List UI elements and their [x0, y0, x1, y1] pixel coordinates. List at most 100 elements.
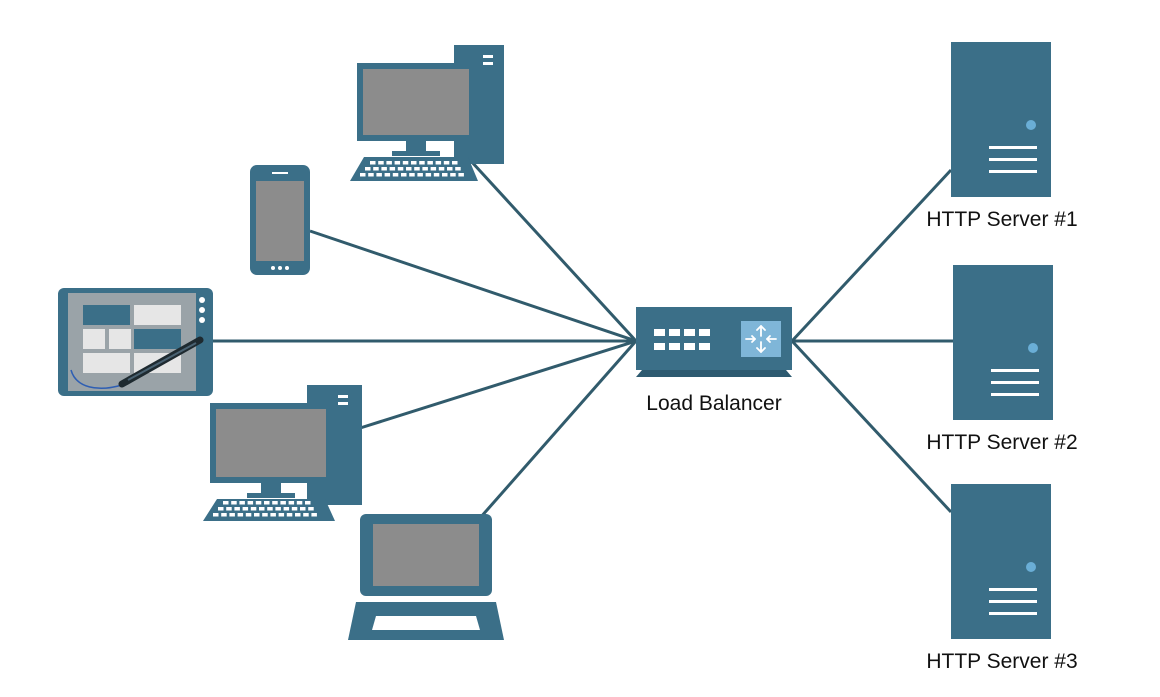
link-desktop-top	[468, 158, 638, 343]
keyboard-key	[373, 167, 379, 171]
keyboard-key	[270, 513, 276, 517]
network-port	[699, 329, 710, 336]
keyboard-key	[422, 167, 428, 171]
keyboard-key	[267, 507, 273, 511]
keyboard-key	[286, 513, 293, 517]
keyboard-key	[221, 513, 227, 517]
keyboard-key	[291, 507, 298, 511]
keyboard-keys	[213, 501, 317, 517]
keyboard-key	[397, 167, 404, 171]
client-connections	[213, 158, 638, 519]
keyboard-key	[242, 507, 249, 511]
keyboard-key	[365, 167, 371, 171]
keyboard-key	[254, 513, 260, 517]
keyboard-key	[308, 507, 314, 511]
keyboard-key	[433, 173, 440, 177]
keyboard-key	[452, 161, 458, 165]
load-balancer-icon	[636, 307, 792, 377]
keyboard-key	[384, 173, 391, 177]
network-port	[669, 343, 680, 350]
keyboard-key	[303, 513, 309, 517]
load-balancer-label: Load Balancer	[646, 392, 782, 415]
smartphone-icon	[250, 165, 310, 275]
keyboard-key	[430, 167, 437, 171]
network-port	[684, 343, 695, 350]
keyboard-key	[381, 167, 387, 171]
desktop-computer-icon	[203, 385, 362, 521]
keyboard-key	[417, 173, 423, 177]
keyboard-key	[455, 167, 461, 171]
link-server-3	[790, 339, 953, 514]
keyboard-key	[427, 161, 433, 165]
keyboard-key	[272, 501, 278, 505]
keyboard-key	[394, 161, 401, 165]
keyboard-key	[250, 507, 257, 511]
keyboard-key	[360, 173, 366, 177]
keyboard-key	[401, 173, 407, 177]
keyboard-key	[218, 507, 224, 511]
keyboard-key	[288, 501, 295, 505]
keyboard-key	[450, 173, 456, 177]
keyboard-key	[234, 507, 240, 511]
network-port	[699, 343, 710, 350]
keyboard-key	[442, 173, 448, 177]
link-server-1	[790, 168, 953, 343]
keyboard-key	[414, 167, 420, 171]
keyboard-key	[370, 161, 376, 165]
keyboard-key	[247, 501, 254, 505]
keyboard-key	[406, 167, 412, 171]
laptop-icon	[348, 514, 504, 640]
keyboard-key	[226, 507, 232, 511]
keyboard-key	[311, 513, 317, 517]
keyboard-key	[262, 513, 268, 517]
keyboard-key	[275, 507, 281, 511]
keyboard-key	[305, 501, 311, 505]
network-port	[669, 329, 680, 336]
keyboard-key	[443, 161, 450, 165]
server-connections	[790, 168, 953, 514]
keyboard-key	[245, 513, 252, 517]
desktop-computer-icon	[350, 45, 504, 181]
keyboard-key	[295, 513, 301, 517]
server-1-label: HTTP Server #1	[926, 208, 1078, 231]
keyboard-key	[378, 161, 384, 165]
network-port	[684, 329, 695, 336]
keyboard-key	[278, 513, 285, 517]
keyboard-key	[392, 173, 399, 177]
keyboard-key	[213, 513, 219, 517]
keyboard-key	[231, 501, 237, 505]
keyboard-key	[425, 173, 432, 177]
keyboard-key	[296, 501, 303, 505]
network-ports	[654, 329, 710, 350]
keyboard-key	[411, 161, 417, 165]
keyboard-key	[280, 501, 286, 505]
network-port	[654, 343, 665, 350]
server-3-label: HTTP Server #3	[926, 650, 1078, 673]
keyboard-key	[447, 167, 453, 171]
keyboard-key	[458, 173, 464, 177]
network-port	[654, 329, 665, 336]
keyboard-key	[223, 501, 229, 505]
keyboard-key	[255, 501, 262, 505]
keyboard-key	[438, 167, 445, 171]
keyboard-key	[283, 507, 290, 511]
server-2-label: HTTP Server #2	[926, 431, 1078, 454]
link-laptop	[478, 340, 638, 519]
server-tower-icon	[951, 42, 1051, 197]
keyboard-key	[259, 507, 265, 511]
tablet-with-stylus-icon	[58, 288, 213, 396]
keyboard-key	[389, 167, 396, 171]
server-tower-icon	[951, 484, 1051, 639]
keyboard-key	[239, 501, 245, 505]
keyboard-key	[409, 173, 415, 177]
keyboard-key	[237, 513, 244, 517]
keyboard-key	[376, 173, 382, 177]
server-tower-icon	[953, 265, 1053, 420]
link-desktop-bottom	[356, 339, 637, 431]
keyboard-key	[300, 507, 306, 511]
keyboard-key	[229, 513, 235, 517]
keyboard-keys	[360, 161, 464, 177]
keyboard-key	[402, 161, 409, 165]
